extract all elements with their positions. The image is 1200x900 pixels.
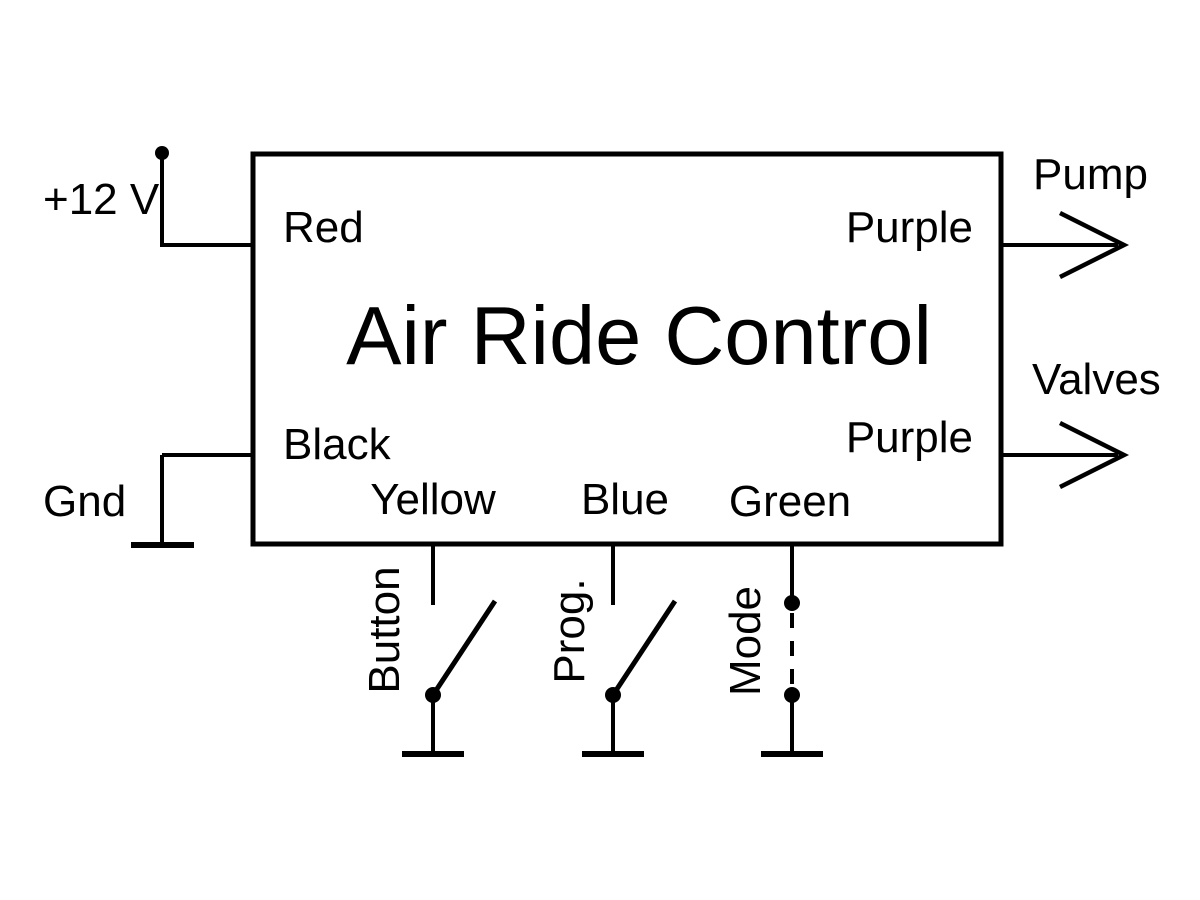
control-box-outline (250, 151, 1004, 547)
pin-label-black: Black (283, 420, 391, 469)
pump-arrowhead-icon (1058, 210, 1130, 280)
ground-label: Gnd (43, 477, 127, 526)
pin-label-green: Green (728, 477, 852, 526)
button-switch-blade (430, 599, 498, 697)
supply-label: +12 V (43, 175, 160, 224)
switch-label-prog: Prog. (545, 578, 594, 684)
pin-label-purple-top: Purple (845, 203, 973, 252)
switch-label-mode: Mode (721, 585, 770, 697)
switch-label-button: Button (360, 566, 409, 694)
pin-label-blue: Blue (580, 475, 670, 524)
pin-label-purple-bottom: Purple (845, 413, 973, 462)
pin-label-yellow: Yellow (370, 475, 496, 524)
prog-switch-blade (610, 599, 678, 697)
mode-dot-top (784, 595, 800, 611)
pin-label-red: Red (283, 203, 364, 252)
diagram-title: Air Ride Control (346, 289, 932, 382)
output-label-pump: Pump (1033, 150, 1148, 199)
valves-arrowhead-icon (1058, 420, 1130, 490)
output-label-valves: Valves (1032, 355, 1161, 404)
